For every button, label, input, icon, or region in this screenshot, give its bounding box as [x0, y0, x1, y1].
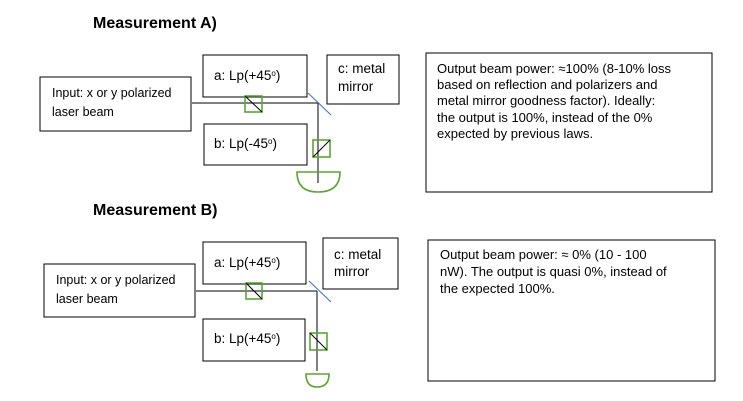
- note-a-line: the output is 100%, instead of the 0%: [437, 110, 653, 125]
- result-note-a: [425, 52, 713, 193]
- mirror-label-b-line2: mirror: [334, 264, 370, 279]
- measurement-b-heading: Measurement B): [93, 202, 217, 219]
- detector-a: [296, 171, 341, 193]
- note-a-line: metal mirror goodness factor). Ideally:: [437, 93, 655, 108]
- polarizer-b-box-b: [202, 318, 306, 362]
- measurement-a: Measurement A) Input: x or y polarized l…: [39, 15, 713, 193]
- polarizer-a-label-b: a: Lp(+45o): [214, 255, 280, 270]
- mirror-label-b-line1: c: metal: [334, 247, 381, 262]
- input-box-b: [43, 263, 196, 318]
- input-label-b-line1: Input: x or y polarized: [56, 273, 176, 287]
- polarizer-a-label-a: a: Lp(+45o): [214, 68, 280, 83]
- result-note-b: [427, 239, 716, 382]
- input-label-a-line1: Input: x or y polarized: [52, 86, 172, 100]
- input-label-a-line2: laser beam: [52, 105, 114, 119]
- note-b-line: Output beam power: ≈ 0% (10 - 100: [440, 247, 647, 262]
- measurement-b: Measurement B) Input: x or y polarized l…: [43, 202, 716, 388]
- polarizer-b-box-a: [203, 123, 308, 166]
- polarizer-b-label-b: b: Lp(+45o): [214, 331, 280, 346]
- polarizer-element-b-vertical-2: [309, 332, 328, 351]
- metal-mirror-b: [308, 280, 332, 303]
- polarizer-b-label-a: b: Lp(-45o): [214, 136, 277, 151]
- note-b-line: the expected 100%.: [440, 281, 555, 296]
- metal-mirror-a: [307, 92, 332, 116]
- mirror-label-a-line1: c: metal: [338, 61, 385, 76]
- detector-b: [305, 373, 330, 388]
- polarizer-a-box-a: [202, 54, 308, 98]
- input-box-a: [39, 76, 192, 132]
- polarizer-a-box-b: [202, 241, 307, 285]
- note-a-line: Output beam power: ≈100% (8-10% loss: [437, 61, 672, 76]
- polarizer-element-b-horizontal: [245, 282, 263, 300]
- input-label-b-line2: laser beam: [56, 292, 118, 306]
- mirror-box-a: [326, 54, 400, 105]
- mirror-label-a-line2: mirror: [338, 79, 374, 94]
- polarizer-element-b-vertical: [312, 139, 331, 158]
- mirror-box-b: [322, 237, 399, 290]
- note-b-line: nW). The output is quasi 0%, instead of: [440, 264, 667, 279]
- polarizer-element-a-horizontal: [244, 95, 263, 113]
- note-a-line: based on reflection and polarizers and: [437, 77, 657, 92]
- note-a-line: expected by previous laws.: [437, 126, 593, 141]
- measurement-a-heading: Measurement A): [93, 15, 217, 32]
